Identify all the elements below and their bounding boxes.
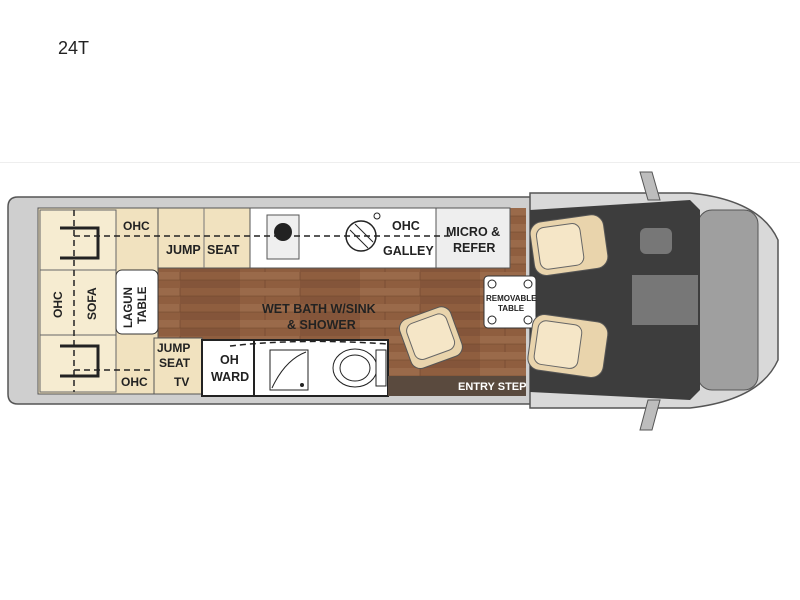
tv-label: TV — [174, 375, 189, 389]
table-leg-icon — [523, 279, 533, 289]
seatbelt-bottom-icon — [60, 344, 100, 378]
removable-table — [483, 275, 537, 329]
ohc-top-label: OHC — [123, 219, 150, 233]
sink-icon — [345, 220, 377, 252]
sofa-ohc-label: OHC — [51, 291, 65, 318]
driver-seat — [529, 214, 609, 276]
table-leg-icon — [523, 315, 533, 325]
lagun-table — [115, 269, 159, 335]
toilet-tank-icon — [375, 349, 387, 387]
sofa-cushion-middle — [39, 269, 117, 336]
micro-refer-label-refer: REFER — [453, 241, 495, 255]
oh-ward-label-ward: WARD — [211, 370, 249, 384]
sink-line — [349, 229, 369, 249]
sofa-label: SOFA — [85, 287, 99, 320]
ohc-bottom-label: OHC — [121, 375, 148, 389]
divider — [0, 162, 800, 163]
micro-refer-cabinet — [435, 207, 511, 269]
steering-wheel-area — [640, 228, 672, 254]
jump-seat2-label-jump: JUMP — [157, 341, 190, 355]
table-leg-icon — [487, 279, 497, 289]
wardrobe — [201, 339, 255, 397]
lagun-table-label-lagun: LAGUN — [123, 287, 135, 328]
lagun-table-label-table: TABLE — [137, 286, 149, 324]
wet-bath-label-line2: & SHOWER — [287, 318, 356, 332]
sofa-cushion-top — [39, 209, 117, 271]
seatbelt-top-icon — [60, 226, 100, 260]
faucet-icon — [373, 212, 381, 220]
micro-refer-label-micro: MICRO & — [446, 225, 500, 239]
jump-seat-label-jump: JUMP — [166, 243, 201, 257]
sofa-cushion-bottom — [39, 334, 117, 393]
burner-icon — [274, 223, 292, 241]
removable-table-label-table: TABLE — [498, 304, 525, 313]
removable-table-label-removable: REMOVABLE — [486, 294, 537, 303]
toilet-seat-icon — [339, 354, 371, 382]
model-title: 24T — [58, 38, 90, 58]
ohc-galley-label-galley: GALLEY — [383, 244, 434, 258]
jump-seat-bottom — [153, 337, 203, 395]
rotating-chair-left — [398, 306, 463, 370]
entry-step-label: ENTRY STEP — [458, 381, 526, 393]
sink-line — [354, 223, 374, 243]
passenger-seat — [527, 314, 609, 378]
table-leg-icon — [487, 315, 497, 325]
entry-step — [388, 376, 526, 396]
dashed-line — [229, 340, 389, 347]
jump-seat-label-seat: SEAT — [207, 243, 240, 257]
shower-curve — [271, 351, 307, 389]
wet-bath-label-line1: WET BATH W/SINK — [262, 302, 376, 316]
oh-ward-label-oh: OH — [220, 353, 239, 367]
engine-cover — [632, 275, 698, 325]
drain-icon — [300, 383, 304, 387]
ohc-galley-label-ohc: OHC — [392, 219, 420, 233]
jump-seat2-label-seat: SEAT — [159, 356, 191, 370]
